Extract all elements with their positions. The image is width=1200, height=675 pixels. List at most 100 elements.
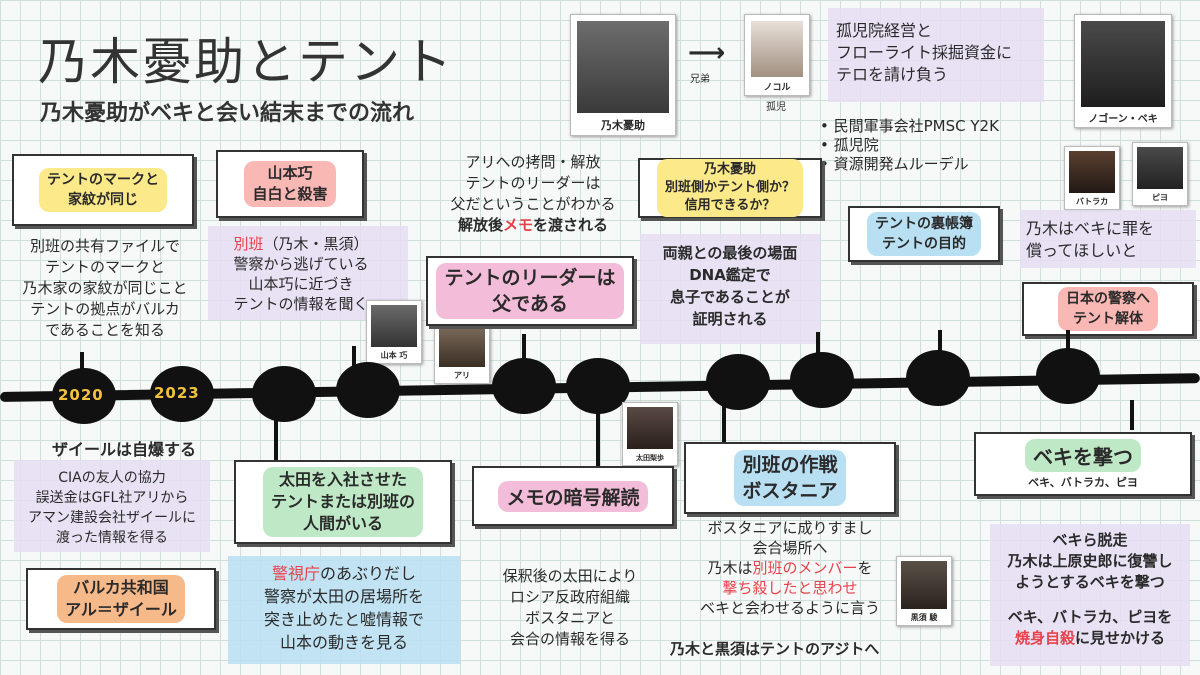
desc-line: 別班の共有ファイルで bbox=[29, 237, 180, 255]
card-yamamoto-title: 山本巧自白と殺害 bbox=[244, 161, 336, 207]
photo-kurosu-caption: 黒須 駿 bbox=[910, 613, 938, 622]
photo-nokoru: ノコル bbox=[744, 14, 810, 96]
title-line: 乃木憂助 bbox=[703, 162, 756, 177]
desc-line: DNA鑑定で bbox=[689, 266, 771, 284]
yamamoto-desc: 別班（乃木・黒須） 警察から逃げている 山本巧に近づき テントの情報を聞く bbox=[206, 234, 396, 314]
photo-ota-caption: 太田梨歩 bbox=[636, 454, 664, 462]
desc-line: 警察から逃げている bbox=[233, 255, 369, 273]
nokoru-sub: 孤児 bbox=[766, 102, 786, 113]
title-line: テントの目的 bbox=[882, 236, 966, 252]
card-ura-title: テントの裏帳簿テントの目的 bbox=[867, 212, 981, 256]
photo-batraka-caption: バトラカ bbox=[1075, 197, 1109, 206]
desc-line: 証明される bbox=[692, 310, 768, 328]
page-title: 乃木憂助とテント bbox=[38, 33, 454, 91]
desc-after: に見せかける bbox=[1075, 629, 1166, 647]
desc-red: 焼身自殺 bbox=[1014, 629, 1075, 647]
title-line: 父である bbox=[492, 293, 568, 315]
nokoru-info-line: 孤児院経営と bbox=[836, 21, 933, 40]
desc-red: 警視庁 bbox=[271, 564, 320, 583]
timeline-node bbox=[706, 354, 770, 410]
card-nogi-side-title: 乃木憂助別班側かテント側か？信用できるか？ bbox=[656, 159, 803, 217]
photo-ari-caption: アリ bbox=[454, 371, 470, 380]
photo-beki-caption: ノゴーン・ベキ bbox=[1088, 114, 1158, 125]
memo-desc: 保釈後の太田により ロシア反政府組織 ボスタニアと 会合の情報を得る bbox=[470, 566, 670, 650]
card-yamamoto: 山本巧自白と殺害 bbox=[216, 150, 364, 218]
arrow-right-icon: ⟶ bbox=[688, 38, 726, 68]
card-leader-title: テントのリーダーは父である bbox=[436, 263, 624, 319]
photo-yamamoto-caption: 山本 巧 bbox=[380, 351, 408, 360]
desc-red: 別班 bbox=[233, 235, 264, 253]
desc-line: ようとするベキを撃つ bbox=[1015, 573, 1165, 591]
desc-line: 乃木は上原史郎に復讐し bbox=[1007, 552, 1173, 570]
timeline-node-2020 bbox=[52, 368, 116, 424]
title-line: テントのマークと bbox=[47, 172, 159, 188]
desc-line: アマン建設会社ザイールに bbox=[28, 510, 196, 526]
title-line: バルカ共和国 bbox=[73, 578, 169, 597]
desc-line: ベキら脱走 bbox=[1052, 531, 1128, 549]
photo-yamamoto: 山本 巧 bbox=[366, 300, 422, 364]
photo-nogi-caption: 乃木憂助 bbox=[601, 119, 645, 132]
timeline-tick bbox=[596, 404, 600, 466]
desc-bold-red: メモ bbox=[502, 216, 533, 234]
year-2023: 2023 bbox=[154, 384, 200, 402]
card-nogi-side: 乃木憂助別班側かテント側か？信用できるか？ bbox=[638, 158, 822, 218]
desc-line: テントの拠点がバルカ bbox=[30, 300, 180, 318]
desc-line: テントのマークと bbox=[44, 258, 165, 276]
desc-line: ベキ、バトラカ、ピヨを bbox=[1007, 608, 1173, 626]
ari-desc: アリへの拷問・解放 テントのリーダーは 父だということがわかる 解放後メモを渡さ… bbox=[430, 152, 636, 236]
bullet-list: • 民間軍事会社PMSC Y2K • 孤児院 • 資源開発ムルーデル bbox=[820, 117, 999, 173]
timeline-tick bbox=[522, 334, 526, 364]
desc-bold: を渡される bbox=[533, 216, 609, 234]
desc-line: CIAの友人の協力 bbox=[58, 470, 166, 486]
bostania-desc: ボスタニアに成りすまし 会合場所へ 乃木は別班のメンバーを 撃ち殺したと思わせ … bbox=[676, 518, 904, 618]
desc-after: のあぶりだし bbox=[320, 564, 417, 583]
desc-line: 保釈後の太田により bbox=[502, 567, 638, 585]
timeline-tick bbox=[80, 352, 84, 376]
desc-line: テントのリーダーは bbox=[465, 174, 601, 192]
desc-line: 山本の動きを見る bbox=[279, 633, 408, 652]
desc-line: 父だということがわかる bbox=[450, 195, 616, 213]
photo-ari: アリ bbox=[434, 322, 490, 384]
timeline-node bbox=[252, 366, 316, 422]
beki-sin-desc: 乃木はベキに罪を 償ってほしいと bbox=[1026, 218, 1154, 262]
nokoru-info-line: フローライト採掘資金に bbox=[836, 43, 1013, 62]
card-police: 日本の警察へテント解体 bbox=[1022, 282, 1194, 336]
desc-line: 両親との最後の場面 bbox=[662, 244, 798, 262]
desc-line: 誤送金はGFL社アリから bbox=[35, 490, 189, 506]
desc-line: 会合場所へ bbox=[752, 539, 828, 557]
desc-line: 乃木はベキに罪を bbox=[1026, 219, 1155, 238]
desc-before: 乃木は bbox=[707, 559, 753, 577]
photo-nokoru-caption: ノコル bbox=[763, 83, 791, 93]
ota-desc: 警視庁のあぶりだし 警察が太田の居場所を 突き止めたと嘘情報で 山本の動きを見る bbox=[228, 562, 460, 654]
timeline-tick bbox=[816, 332, 820, 362]
timeline-tick bbox=[938, 330, 942, 360]
card-bostania-title: 別班の作戦ボスタニア bbox=[734, 450, 846, 506]
title-line: 家紋が同じ bbox=[68, 192, 138, 208]
photo-batraka: バトラカ bbox=[1064, 146, 1120, 210]
bullet-item: 資源開発ムルーデル bbox=[833, 155, 969, 173]
desc-bold: 解放後 bbox=[457, 216, 503, 234]
card-memo: メモの暗号解読 bbox=[472, 466, 674, 526]
title-line: テントまたは別班の bbox=[270, 492, 415, 511]
title-line: 山本巧 bbox=[267, 164, 313, 182]
timeline-tick bbox=[722, 400, 726, 446]
desc-after: （乃木・黒須） bbox=[263, 235, 369, 253]
beki-shoot-desc: ベキら脱走 乃木は上原史郎に復讐し ようとするベキを撃つ ベキ、バトラカ、ピヨを… bbox=[990, 530, 1190, 649]
timeline-tick bbox=[274, 410, 278, 460]
card-leader: テントのリーダーは父である bbox=[426, 256, 634, 326]
timeline-node bbox=[790, 352, 854, 408]
desc-line: テントの情報を聞く bbox=[233, 295, 369, 313]
title-line: 人間がいる bbox=[302, 514, 383, 533]
photo-nogoon-beki: ノゴーン・ベキ bbox=[1074, 14, 1172, 128]
title-line: 自白と殺害 bbox=[252, 185, 328, 203]
photo-kurosu: 黒須 駿 bbox=[896, 556, 952, 626]
title-line: 太田を入社させた bbox=[278, 470, 407, 489]
card-barca: バルカ共和国アル＝ザイール bbox=[26, 568, 216, 630]
desc-red: 別班のメンバー bbox=[752, 559, 858, 577]
page-subtitle: 乃木憂助がベキと会い結末までの流れ bbox=[40, 101, 415, 126]
year-2020: 2020 bbox=[58, 386, 104, 404]
card-memo-title: メモの暗号解読 bbox=[498, 480, 648, 512]
timeline-tick bbox=[352, 346, 356, 370]
timeline-node-2023 bbox=[150, 366, 214, 422]
title-line: 別班の作戦 bbox=[742, 454, 838, 476]
